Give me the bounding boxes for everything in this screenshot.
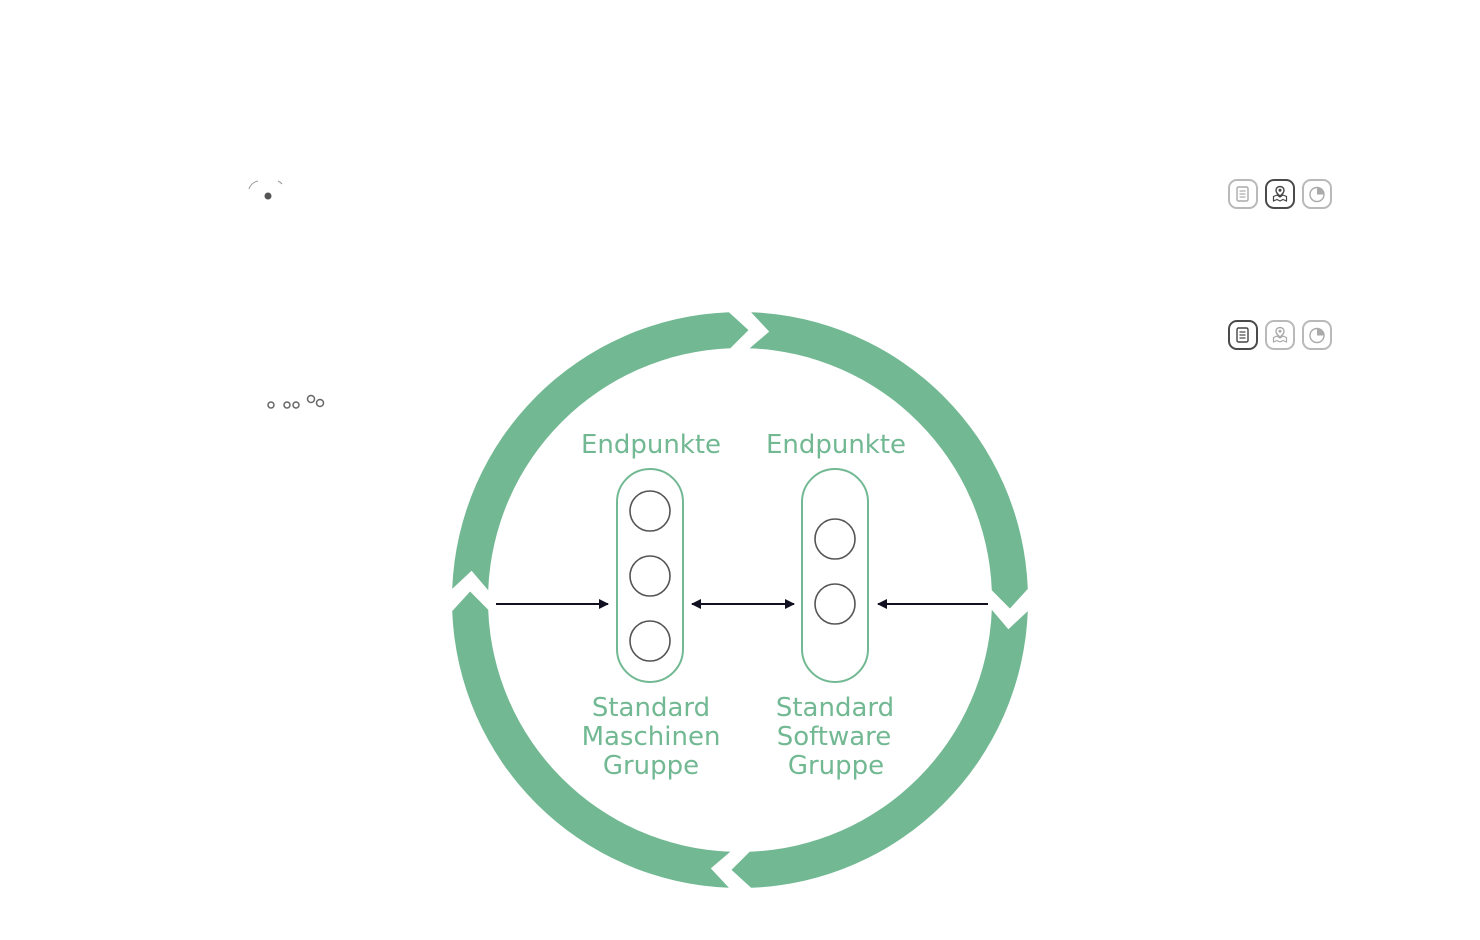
map-pin-icon	[1272, 326, 1288, 343]
map-pin-icon	[1272, 185, 1288, 202]
software-group-caption-line-1: Standard	[776, 693, 894, 723]
document-view-button[interactable]	[1228, 320, 1258, 350]
document-view-button[interactable]	[1228, 179, 1258, 209]
software-group: Endpunkte Standard Software Gruppe	[766, 430, 906, 781]
machine-group-caption-line-2: Maschinen	[582, 722, 721, 752]
pie-chart-icon	[1309, 327, 1325, 344]
software-group-container[interactable]	[801, 468, 869, 683]
map-view-button[interactable]	[1265, 320, 1295, 350]
machine-group-title: Endpunkte	[581, 430, 721, 460]
cycle-segment-1	[749, 312, 1028, 609]
software-group-caption-line-3: Gruppe	[788, 751, 884, 781]
progress-dots-icon	[267, 394, 325, 409]
cycle-segment-3	[452, 591, 731, 888]
endpoint-node[interactable]	[629, 620, 671, 662]
document-icon	[1236, 186, 1249, 202]
chart-view-button[interactable]	[1302, 320, 1332, 350]
view-toolbar-bottom	[1228, 320, 1332, 350]
endpoint-node[interactable]	[814, 518, 856, 560]
view-toolbar-top	[1228, 179, 1332, 209]
machine-group-caption-line-1: Standard	[592, 693, 710, 723]
loading-spinner-icon	[248, 180, 283, 200]
machine-group: Endpunkte Standard Maschinen Gruppe	[581, 430, 721, 781]
endpoint-node[interactable]	[629, 555, 671, 597]
endpoint-node[interactable]	[814, 583, 856, 625]
pie-chart-icon	[1309, 186, 1325, 203]
cycle-segment-2	[731, 609, 1028, 888]
cycle-ring	[452, 312, 1028, 888]
chart-view-button[interactable]	[1302, 179, 1332, 209]
document-icon	[1236, 327, 1249, 343]
map-view-button[interactable]	[1265, 179, 1295, 209]
software-group-caption-line-2: Software	[777, 722, 892, 752]
endpoint-node[interactable]	[629, 490, 671, 532]
software-group-title: Endpunkte	[766, 430, 906, 460]
machine-group-caption-line-3: Gruppe	[603, 751, 699, 781]
cycle-segment-4	[452, 312, 749, 591]
